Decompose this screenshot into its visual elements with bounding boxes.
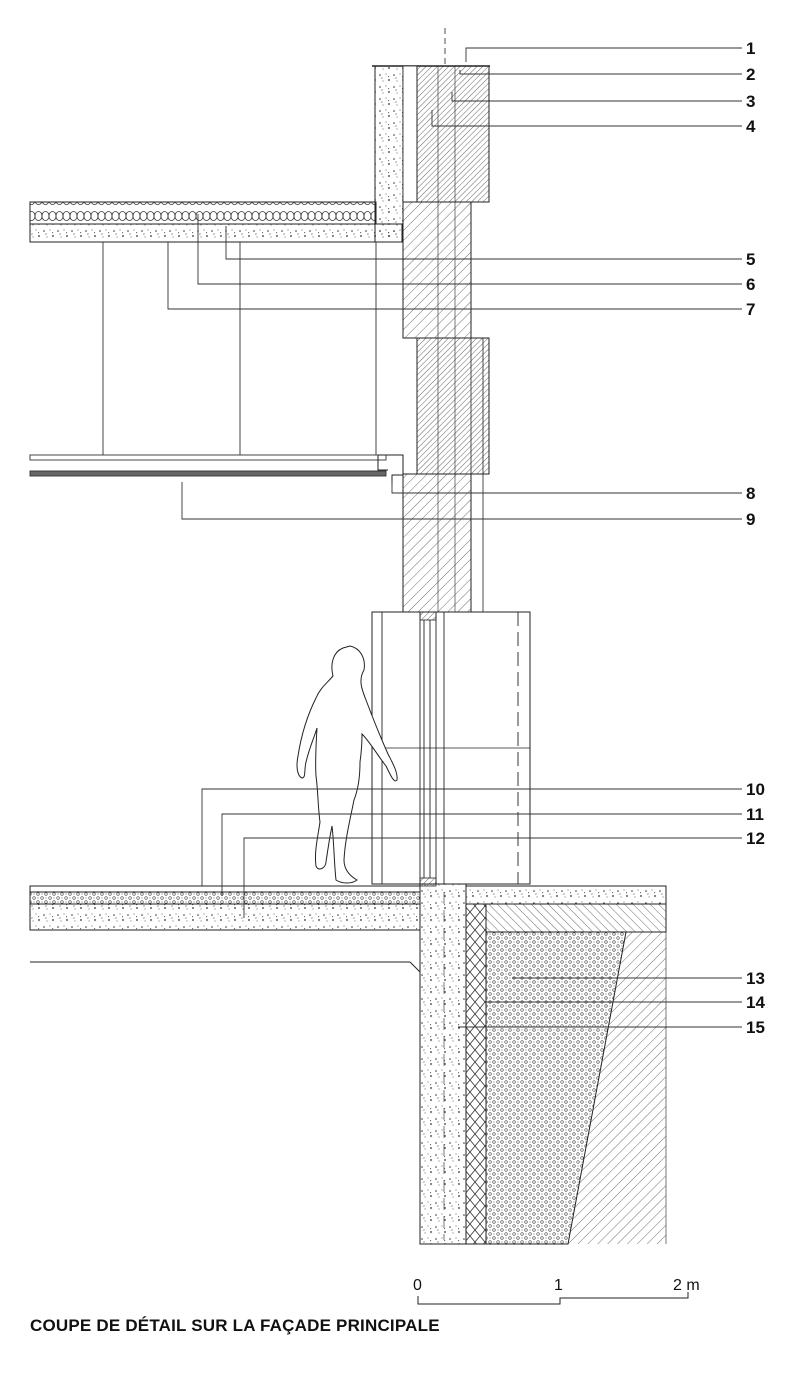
roof-slab [29,201,403,243]
person-silhouette [296,645,398,884]
callout-6: 6 [746,275,755,294]
scale-label-2m: 2 m [673,1277,700,1294]
callout-12: 12 [746,829,765,848]
callout-9: 9 [746,510,755,529]
interior-upper [29,242,404,485]
callout-11: 11 [746,805,764,824]
facade-cladding [402,28,490,613]
ground-slab [29,885,421,973]
callout-leaders [167,47,742,1028]
callout-10: 10 [746,780,765,799]
exterior-ground [465,885,667,1245]
foundation-wall [419,883,487,1245]
scale-label-1: 1 [554,1277,563,1294]
callout-7: 7 [746,300,755,319]
callout-15: 15 [746,1018,765,1037]
callout-1: 1 [746,39,755,58]
callout-5: 5 [746,250,755,269]
callout-8: 8 [746,484,755,503]
callout-13: 13 [746,969,765,988]
scale-bar: 0 1 2 m [413,1277,700,1305]
drawing-caption: COUPE DE DÉTAIL SUR LA FAÇADE PRINCIPALE [30,1316,440,1335]
window-frame [371,611,531,887]
callout-2: 2 [746,65,755,84]
callout-14: 14 [746,993,765,1012]
callout-labels: 1 2 3 4 5 6 7 8 9 10 11 12 13 14 15 [746,39,765,1037]
scale-label-0: 0 [413,1277,422,1294]
callout-3: 3 [746,92,755,111]
callout-4: 4 [746,117,756,136]
